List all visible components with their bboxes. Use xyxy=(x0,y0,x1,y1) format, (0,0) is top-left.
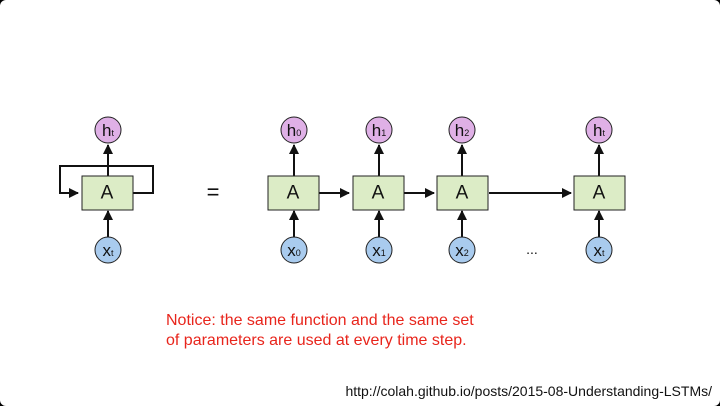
input-node-label: x0 xyxy=(287,241,301,260)
notice-text: Notice: the same function and the same s… xyxy=(166,311,474,351)
output-node-label: h0 xyxy=(287,121,301,140)
output-node xyxy=(280,116,308,144)
equals-sign: = xyxy=(207,180,220,205)
rnn-cell xyxy=(436,175,489,211)
output-node xyxy=(365,116,393,144)
input-node xyxy=(585,236,613,264)
input-node xyxy=(280,236,308,264)
output-node-label: ht xyxy=(102,121,114,140)
ellipsis: ... xyxy=(526,241,538,257)
cell-label: A xyxy=(372,183,385,204)
notice-line-1: Notice: the same function and the same s… xyxy=(166,312,474,329)
recurrent-loop-arrow xyxy=(59,165,154,198)
input-node xyxy=(94,236,122,264)
notice-line-2: of parameters are used at every time ste… xyxy=(166,332,467,349)
cell-label: A xyxy=(101,183,114,204)
unrolled-rnn: A h0 x0 A h1 x1 A xyxy=(267,116,626,264)
output-node xyxy=(585,116,613,144)
step-t: A ht xt xyxy=(573,116,626,264)
input-node xyxy=(448,236,476,264)
step-2: A h2 x2 xyxy=(436,116,489,264)
input-node-label: x2 xyxy=(455,241,469,260)
output-node-label: h1 xyxy=(372,121,386,140)
rnn-cell xyxy=(352,175,405,211)
input-node-label: xt xyxy=(102,241,114,260)
input-node-label: xt xyxy=(593,241,605,260)
output-node xyxy=(94,116,122,144)
cell-label: A xyxy=(593,183,606,204)
rnn-cell xyxy=(573,175,626,211)
output-node-label: h2 xyxy=(455,121,469,140)
cell-label: A xyxy=(456,183,469,204)
rnn-cell xyxy=(267,175,320,211)
step-1: A h1 x1 xyxy=(352,116,405,264)
output-node-label: ht xyxy=(593,121,605,140)
input-node xyxy=(365,236,393,264)
step-0: A h0 x0 xyxy=(267,116,320,264)
output-node xyxy=(448,116,476,144)
cell-label: A xyxy=(287,183,300,204)
rnn-cell xyxy=(81,175,134,211)
folded-rnn: A ht xt xyxy=(59,116,154,264)
input-node-label: x1 xyxy=(372,241,386,260)
source-url: http://colah.github.io/posts/2015-08-Und… xyxy=(345,383,712,399)
